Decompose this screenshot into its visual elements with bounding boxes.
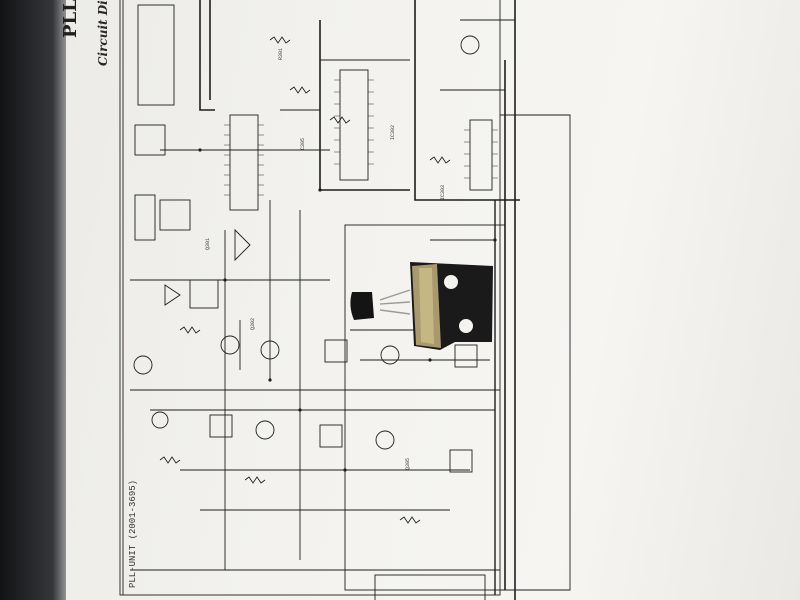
component-reference: C305 — [300, 137, 306, 150]
unit-label: PLL-UNIT (2001-3695) — [128, 479, 138, 588]
dark-table-surface — [0, 0, 62, 600]
page-subtitle: Circuit Di — [96, 0, 110, 66]
page-title: PLL U — [60, 0, 81, 38]
component-reference: IC303 — [440, 184, 446, 200]
component-reference: R301 — [278, 47, 284, 60]
component-reference: Q305 — [405, 457, 411, 470]
pcb-scrap — [350, 262, 493, 350]
component-reference: Q301 — [205, 237, 211, 250]
component-reference: IC302 — [390, 124, 396, 140]
component-reference: Q302 — [250, 317, 256, 330]
